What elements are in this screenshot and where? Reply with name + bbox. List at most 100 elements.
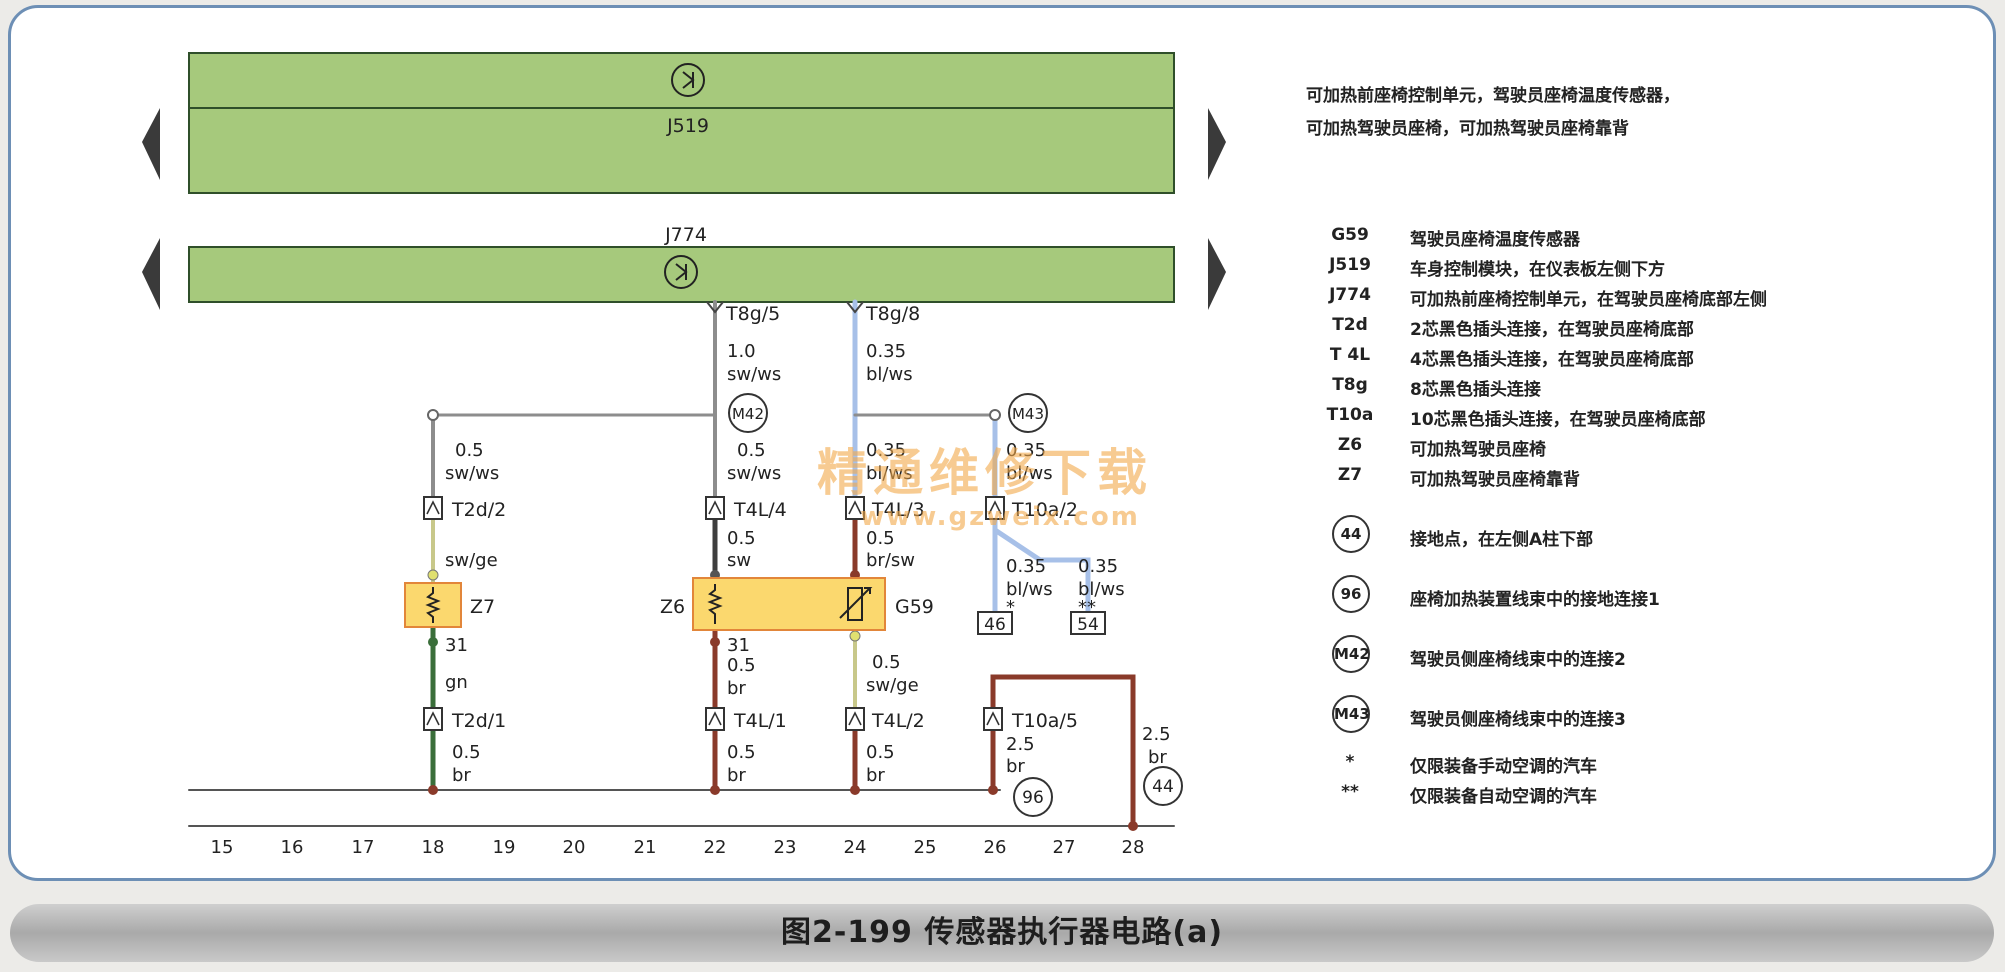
ground-96-label: 96 bbox=[1022, 788, 1044, 808]
wire-label: 0.35 bbox=[866, 440, 906, 461]
wire-label: bl/ws bbox=[866, 364, 913, 385]
header-line-2: 可加热驾驶员座椅，可加热驾驶员座椅靠背 bbox=[1306, 119, 1629, 139]
terminal-46-label: 46 bbox=[984, 615, 1006, 635]
t2d1-label: T2d/1 bbox=[451, 710, 506, 732]
m42-label: M42 bbox=[732, 405, 764, 423]
wire-label: 0.5 bbox=[727, 655, 756, 676]
wire-label: br bbox=[1148, 747, 1167, 768]
watermark-title: 精通维修下载 bbox=[817, 444, 1153, 502]
ground-44: 44 bbox=[1143, 766, 1183, 806]
scale-tick: 24 bbox=[844, 837, 867, 858]
header-description: 可加热前座椅控制单元，驾驶员座椅温度传感器， 可加热驾驶员座椅，可加热驾驶员座椅… bbox=[1306, 80, 1680, 146]
wire-label: 0.5 bbox=[727, 528, 756, 549]
junction-dots bbox=[427, 409, 1001, 421]
j519-module bbox=[188, 52, 1175, 194]
legend-note-item: *仅限装备手动空调的汽车 bbox=[1345, 752, 1597, 777]
t4l4-label: T4L/4 bbox=[733, 499, 787, 521]
wire-label: 0.5 bbox=[455, 440, 484, 461]
t4l1-label: T4L/1 bbox=[733, 710, 787, 732]
wire-label: bl/ws bbox=[1078, 579, 1125, 600]
wire-label: br bbox=[452, 765, 471, 786]
t8g5-label: T8g/5 bbox=[725, 303, 780, 325]
ground-96: 96 bbox=[1013, 777, 1053, 817]
wire-label: 0.35 bbox=[1078, 556, 1118, 577]
wire-label: sw/ws bbox=[727, 463, 781, 484]
j519-control-unit-icon bbox=[671, 63, 705, 97]
wire-label: 0.5 bbox=[872, 652, 901, 673]
j774-control-unit-icon bbox=[664, 255, 698, 289]
left-arrow-icon bbox=[142, 238, 160, 310]
t4l2-label: T4L/2 bbox=[871, 710, 925, 732]
circuit-diagram: J519 J774 T8g/5 T8g/8 bbox=[142, 52, 1226, 858]
wire-label: br/sw bbox=[866, 550, 915, 571]
scale-tick: 22 bbox=[704, 837, 727, 858]
scale-tick: 28 bbox=[1122, 837, 1145, 858]
t8g-connector-arrows bbox=[706, 301, 864, 314]
wire-label: 1.0 bbox=[727, 341, 756, 362]
g59-label: G59 bbox=[895, 596, 934, 618]
wire-label: sw/ge bbox=[445, 550, 498, 571]
scale-tick: 18 bbox=[422, 837, 445, 858]
scale-tick: 15 bbox=[211, 837, 234, 858]
j519-label: J519 bbox=[666, 115, 709, 137]
t2d2-label: T2d/2 bbox=[451, 499, 506, 521]
wire-label: gn bbox=[445, 672, 468, 693]
scale-tick: 20 bbox=[563, 837, 586, 858]
wire-label: 2.5 bbox=[1142, 724, 1171, 745]
wire-label: 0.35 bbox=[866, 341, 906, 362]
watermark-url: www.gzweix.com bbox=[860, 502, 1140, 532]
scale-tick: 21 bbox=[634, 837, 657, 858]
scale-tick: 27 bbox=[1053, 837, 1076, 858]
wire-label: br bbox=[727, 678, 746, 699]
wire-label: 0.5 bbox=[727, 742, 756, 763]
terminal-46 bbox=[977, 611, 1013, 635]
wire-label: bl/ws bbox=[1006, 579, 1053, 600]
wire-label: sw/ws bbox=[445, 463, 499, 484]
connector-symbols bbox=[423, 496, 1005, 731]
wire-label: 0.35 bbox=[1006, 440, 1046, 461]
t10a5-label: T10a/5 bbox=[1011, 710, 1078, 732]
scale-tick: 19 bbox=[493, 837, 516, 858]
m43-junction: M43 bbox=[1008, 393, 1048, 433]
scale-tick: 17 bbox=[352, 837, 375, 858]
right-arrow-icon bbox=[1208, 108, 1226, 180]
scale-tick: 25 bbox=[914, 837, 937, 858]
wire-label: sw/ws bbox=[727, 364, 781, 385]
terminal-54 bbox=[1070, 611, 1106, 635]
g59-sensor-icon bbox=[839, 587, 873, 621]
scale-tick: 23 bbox=[774, 837, 797, 858]
wire-label: sw/ge bbox=[866, 675, 919, 696]
z6-g59-component bbox=[692, 577, 886, 631]
terminal-54-label: 54 bbox=[1077, 615, 1099, 635]
wire-label: 0.5 bbox=[866, 528, 895, 549]
wire-label: 0.5 bbox=[866, 742, 895, 763]
wire-label: ** bbox=[1078, 597, 1096, 618]
m43-label: M43 bbox=[1012, 405, 1044, 423]
wire-label: 0.35 bbox=[1006, 556, 1046, 577]
ground-44-label: 44 bbox=[1152, 777, 1174, 797]
right-arrow-icon bbox=[1208, 238, 1226, 310]
z6-pin: 31 bbox=[727, 635, 750, 656]
t10a2-label: T10a/2 bbox=[1011, 499, 1078, 521]
figure-caption: 图2-199 传感器执行器电路(a) bbox=[10, 904, 1994, 962]
z6-label: Z6 bbox=[660, 596, 685, 618]
z7-label: Z7 bbox=[470, 596, 495, 618]
legend-note-item: **仅限装备自动空调的汽车 bbox=[1341, 782, 1597, 807]
wire-label: bl/ws bbox=[866, 463, 913, 484]
wire-label: bl/ws bbox=[1006, 463, 1053, 484]
wire-label: 0.5 bbox=[737, 440, 766, 461]
connector-arrows bbox=[426, 500, 1002, 726]
wire-label: * bbox=[1006, 597, 1015, 618]
scale-tick: 26 bbox=[984, 837, 1007, 858]
wire-label: br bbox=[727, 765, 746, 786]
